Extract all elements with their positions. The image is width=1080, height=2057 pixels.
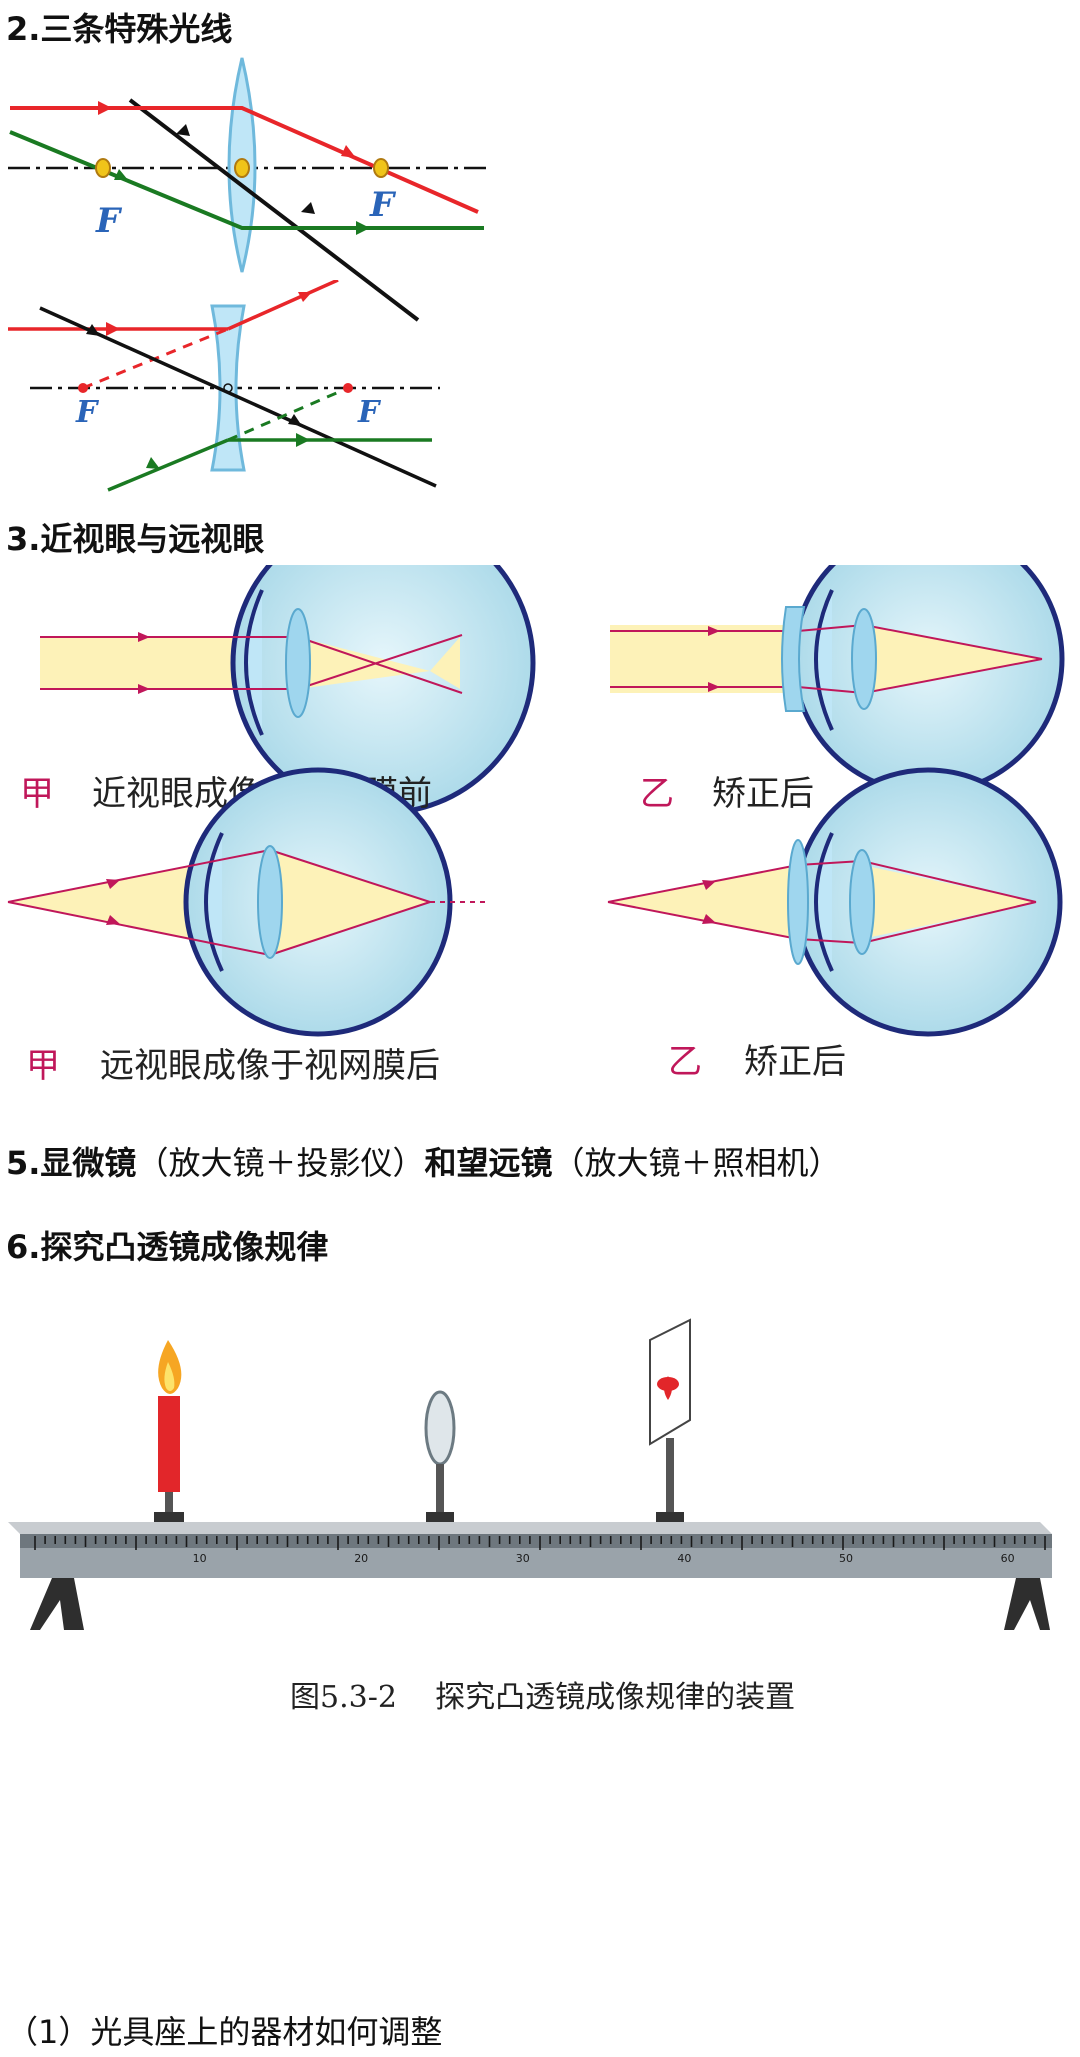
section-title-myopia-hyperopia: 3.近视眼与远视眼 (6, 520, 265, 558)
hyperopia-caption: 远视眼成像于视网膜后 (100, 1046, 440, 1086)
bench-tick-label: 10 (193, 1552, 207, 1565)
section-title-special-rays: 2.三条特殊光线 (6, 10, 233, 48)
bench-tick-label: 30 (516, 1552, 530, 1565)
bench-tick-label: 20 (354, 1552, 368, 1565)
light-screen (649, 1318, 691, 1524)
focus-label-right: F (357, 395, 382, 430)
focus-label-left: F (75, 395, 100, 430)
bench-tick-label: 50 (839, 1552, 853, 1565)
myopia-fix-mark: 乙 (640, 774, 674, 814)
myopia-mark: 甲 (20, 774, 54, 814)
convex-lens (424, 1390, 456, 1524)
convex-lens-ray-diagram: F F (8, 57, 490, 322)
hyperopia-fix-caption: 矫正后 (744, 1042, 846, 1082)
optical-bench-diagram: 102030405060708090 (8, 1318, 1052, 1630)
myopia-fix-caption: 矫正后 (712, 774, 814, 814)
concave-lens-ray-diagram: F F (8, 280, 440, 492)
hyperopia-corrected-eye (607, 767, 1063, 1037)
bench-tick-label: 60 (1001, 1552, 1015, 1565)
bench-tick-label: 40 (677, 1552, 691, 1565)
bench-tick-labels: 102030405060708090 (193, 1552, 1015, 1565)
myopia-eye (40, 565, 536, 816)
hyperopia-fix-mark: 乙 (668, 1042, 702, 1082)
microscope-label: 5.显微镜 (6, 1144, 137, 1182)
hyperopia-mark: 甲 (26, 1046, 60, 1086)
question-bench-adjust: （1）光具座上的器材如何调整 (6, 2013, 443, 2051)
focus-label-left: F (95, 201, 123, 241)
bench-ticks (34, 1536, 1046, 1550)
myopia-corrected-eye (610, 565, 1065, 796)
focus-label-right: F (369, 185, 397, 225)
bench-figure-caption: 图5.3-2 探究凸透镜成像规律的装置 (290, 1680, 796, 1715)
microscope-note: （放大镜＋投影仪） (136, 1144, 425, 1182)
section-title-microscope-telescope: 5.显微镜（放大镜＋投影仪）和望远镜（放大镜＋照相机） (6, 1138, 840, 1184)
candle (154, 1340, 184, 1524)
eye-diagrams: 甲 近视眼成像于视网膜前 乙 矫正后 甲 远视眼成像于视网膜后 乙 矫 (7, 565, 1065, 1086)
telescope-label: 和望远镜 (424, 1144, 553, 1182)
optical-bench (8, 1522, 1052, 1630)
telescope-note: （放大镜＋照相机） (552, 1144, 841, 1182)
section-title-convex-lens-experiment: 6.探究凸透镜成像规律 (6, 1228, 329, 1266)
hyperopia-eye (7, 767, 490, 1037)
